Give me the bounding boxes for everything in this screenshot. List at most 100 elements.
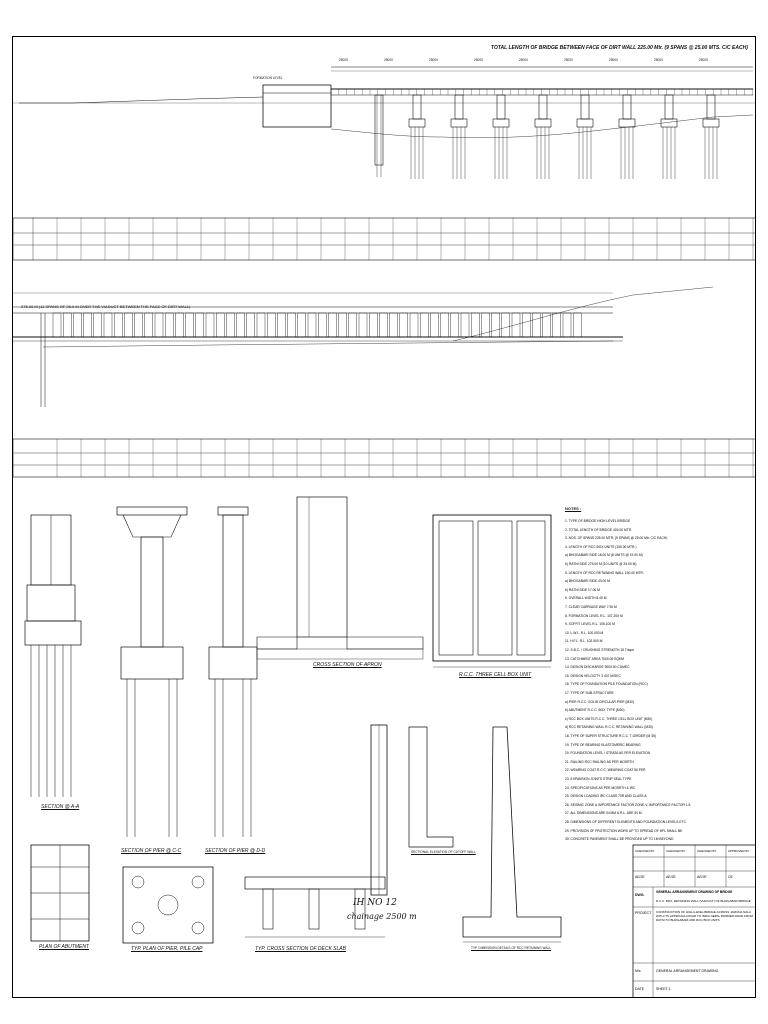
formation-level-label: FORMATION LEVEL: [253, 76, 283, 80]
elevation-title: TOTAL LENGTH OF BRIDGE BETWEEN FACE OF D…: [491, 45, 748, 51]
notes-list: 1. TYPE OF BRIDGE HIGH LEVEL BRIDGE 2. TO…: [565, 519, 755, 849]
pier-column: [622, 94, 632, 120]
title-block-signature: AE/JE: [666, 875, 676, 879]
note-item: 28. DIMENSIONS OF DIFFERENT ELEMENTS AND…: [565, 820, 687, 824]
caption-section-aa: SECTION @ A-A: [41, 804, 80, 810]
box-unit: [175, 312, 184, 338]
box-unit: [256, 312, 266, 338]
box-unit: [287, 312, 296, 338]
pile-cap: [660, 118, 678, 128]
box-unit: [154, 312, 164, 338]
title-block-signature: AE/JE: [697, 875, 707, 879]
box-unit: [358, 312, 368, 338]
box-unit: [124, 312, 133, 338]
caption-three-cell: R.C.C. THREE CELL BOX UNIT: [459, 672, 532, 678]
firm-text: GENERAL ARRANGEMENT DRAWING: [656, 969, 719, 973]
pile-cap: [576, 118, 594, 128]
box-unit: [471, 312, 480, 338]
box-unit: [307, 312, 317, 338]
pile-cap: [618, 118, 636, 128]
title-block-signature: CE: [728, 875, 733, 879]
box-unit: [113, 312, 123, 338]
note-item: 20. FOUNDATION LEVEL / STRATA AS PER ELE…: [565, 751, 650, 756]
box-unit: [573, 312, 582, 338]
pier-column: [496, 94, 506, 120]
note-item: 25. DESIGN LOADING IRC CLASS 70R AND CLA…: [565, 794, 647, 799]
note-item: 14. DESIGN DISCHARGE 9000.00 CUMEC: [565, 665, 630, 670]
note-item: b) RATNI SIDE 275.00 M (10 UNITS @ 25.00…: [565, 562, 637, 566]
pier-column: [538, 94, 548, 120]
note-item: 23. EXPANSION JOINTS STRIP SEAL TYPE: [565, 777, 632, 781]
box-unit: [338, 312, 347, 338]
box-unit: [501, 312, 510, 338]
note-item: a) PIER R.C.C. SOLID CIRCULAR PIER (M30): [565, 699, 635, 704]
box-unit: [409, 312, 419, 338]
note-item: 3. NOS. OF SPANS 225.00 MTR. (9 SPANS @ …: [565, 536, 668, 541]
note-item: 7. CLEAR CARRIAGE WAY 7.50 M: [565, 605, 617, 609]
span-label: 25000: [699, 58, 708, 62]
note-item: 8. FORMATION LEVEL R.L. 107.200 M: [565, 613, 623, 618]
box-unit: [511, 312, 521, 338]
project-text: CONSTRUCTION OF HIGH LEVEL BRIDGE ACROSS…: [656, 910, 753, 922]
note-item: b) RATNI SIDE 17.00 M: [565, 587, 600, 592]
span-label: 25000: [564, 58, 573, 62]
dwg-title: GENERAL ARRANGEMENT DRAWING OF BRIDGE: [656, 890, 733, 894]
note-item: 17. TYPE OF SUB-STRUCTURE: [565, 691, 614, 695]
span-label: 25000: [429, 58, 438, 62]
box-unit: [52, 312, 62, 338]
engineering-drawing: [13, 66, 755, 997]
pile-cap: [702, 118, 720, 128]
note-item: a) BHOGABARI SIDE 43.00 M: [565, 579, 610, 584]
box-unit: [297, 312, 306, 338]
box-unit: [460, 312, 470, 338]
box-unit: [389, 312, 398, 338]
box-unit: [420, 312, 429, 338]
box-unit: [348, 312, 357, 338]
box-unit: [450, 312, 459, 338]
dwg-subtitle: R.C.C. BOX, RETAINING WALL (VIADUCT) OF …: [656, 899, 751, 903]
span-label: 25000: [339, 58, 348, 62]
note-item: 11. H.F.L. R.L. 102.500 M: [565, 639, 603, 644]
box-unit: [83, 312, 92, 338]
note-item: 1. TYPE OF BRIDGE HIGH LEVEL BRIDGE: [565, 519, 631, 523]
pile-cap: [408, 118, 426, 128]
box-unit: [103, 312, 113, 338]
title-block-header: CHECKED BY: [666, 849, 686, 853]
box-unit: [532, 312, 541, 338]
note-item: 2. TOTAL LENGTH OF BRIDGE 400.00 MTR.: [565, 527, 633, 532]
pier-column: [580, 94, 590, 120]
caption-deck-slab: TYP. CROSS SECTION OF DECK SLAB: [255, 946, 346, 952]
box-unit: [552, 312, 561, 338]
date-label: DATE: [635, 987, 645, 991]
box-unit: [369, 312, 378, 338]
note-item: 6. OVERALL WIDTH 8.40 M: [565, 596, 607, 601]
caption-pier-cc: SECTION OF PIER @ C-C: [121, 848, 182, 854]
title-block-header: CHECKED BY: [635, 849, 655, 853]
project-label: PROJECT: [635, 911, 652, 915]
pier-column: [706, 94, 716, 120]
box-unit: [542, 312, 551, 338]
caption-plan-pier: TYP. PLAN OF PIER, PILE CAP: [131, 946, 203, 952]
box-unit: [491, 312, 500, 338]
title-block-header: CHECKED BY: [697, 849, 717, 853]
box-unit: [185, 312, 194, 338]
pile-cap: [534, 118, 552, 128]
note-item: 26. SEISMIC ZONE & IMPORTANCE FACTOR ZON…: [565, 802, 691, 807]
note-item: 21. RAILING RCC RAILING AS PER MOSRTH: [565, 759, 634, 764]
box-unit: [246, 312, 256, 338]
box-unit: [430, 312, 439, 338]
box-unit: [144, 312, 154, 338]
box-unit: [93, 312, 103, 338]
note-item: 13. CATCHMENT AREA 7000.00 SQKM: [565, 656, 624, 661]
note-item: c) RCC BOX UNITS R.C.C. THREE CELL BOX U…: [565, 716, 653, 721]
note-item: 24. SPECIFICATIONS AS PER MOSRTH & IRC: [565, 785, 636, 790]
box-unit: [440, 312, 449, 338]
box-unit: [277, 312, 286, 338]
note-item: a) BHOGABARI SIDE 18.00 M (8 UNITS @ 19.…: [565, 553, 643, 558]
firm-label: M/s: [635, 969, 641, 973]
note-item: b) ABUTMENT R.C.C. BOX TYPE (M30): [565, 708, 625, 713]
title-block-header: APPROVED BY: [728, 849, 750, 853]
box-unit: [73, 312, 82, 338]
title-block-signature: AE/JE: [635, 875, 645, 879]
box-unit: [379, 312, 388, 338]
